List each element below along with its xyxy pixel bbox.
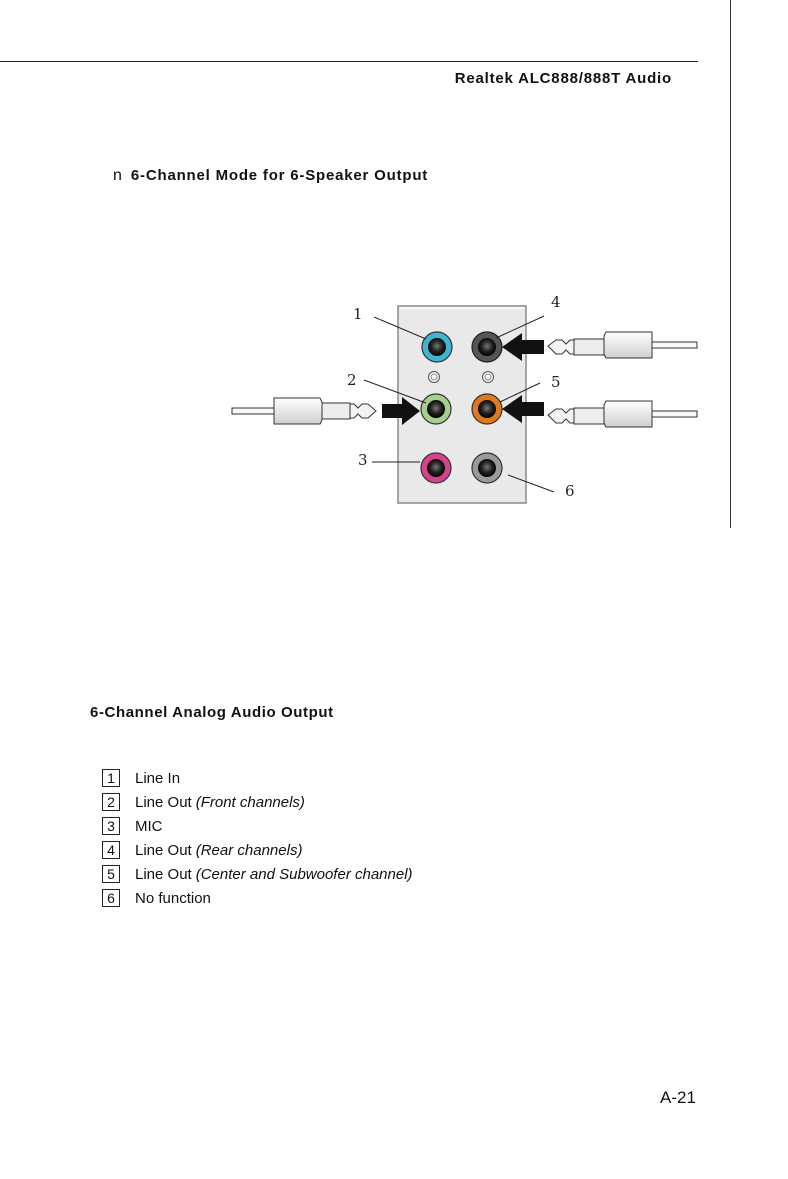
port-label: Line Out xyxy=(135,866,192,883)
port-description: (Center and Subwoofer channel) xyxy=(196,866,413,883)
list-item: 1 Line In xyxy=(102,766,413,790)
port-label: Line Out xyxy=(135,842,192,859)
jack-line-in xyxy=(422,332,452,362)
port-number: 6 xyxy=(102,889,120,907)
port-number: 5 xyxy=(102,865,120,883)
indicator-dot-left xyxy=(429,372,440,383)
audio-plug-rear xyxy=(548,332,697,358)
audio-plug-front xyxy=(232,398,376,424)
port-label: Line Out xyxy=(135,794,192,811)
callout-4: 4 xyxy=(551,293,561,311)
page-number: A-21 xyxy=(660,1088,696,1108)
port-number: 3 xyxy=(102,817,120,835)
callout-5: 5 xyxy=(551,373,561,391)
callout-3: 3 xyxy=(358,451,368,469)
jack-rear-out xyxy=(472,332,502,362)
port-label: No function xyxy=(135,890,211,907)
port-list: 1 Line In 2 Line Out (Front channels) 3 … xyxy=(102,766,413,910)
list-item: 5 Line Out (Center and Subwoofer channel… xyxy=(102,862,413,886)
port-description: (Front channels) xyxy=(196,794,305,811)
list-item: 3 MIC xyxy=(102,814,413,838)
callout-1: 1 xyxy=(353,305,363,323)
port-number: 4 xyxy=(102,841,120,859)
audio-plug-center-sub xyxy=(548,401,697,427)
list-item: 6 No function xyxy=(102,886,413,910)
output-heading: 6-Channel Analog Audio Output xyxy=(90,704,334,721)
callout-6: 6 xyxy=(565,482,575,500)
indicator-dot-right xyxy=(483,372,494,383)
port-number: 1 xyxy=(102,769,120,787)
jack-center-sub-out xyxy=(472,394,502,424)
port-label: Line In xyxy=(135,770,180,787)
port-number: 2 xyxy=(102,793,120,811)
jack-mic xyxy=(421,453,451,483)
list-item: 2 Line Out (Front channels) xyxy=(102,790,413,814)
callout-2: 2 xyxy=(347,371,357,389)
jack-front-out xyxy=(421,394,451,424)
audio-jack-diagram: 1 2 3 4 5 6 xyxy=(0,0,788,560)
jack-no-function xyxy=(472,453,502,483)
port-description: (Rear channels) xyxy=(196,842,303,859)
list-item: 4 Line Out (Rear channels) xyxy=(102,838,413,862)
port-label: MIC xyxy=(135,818,163,835)
